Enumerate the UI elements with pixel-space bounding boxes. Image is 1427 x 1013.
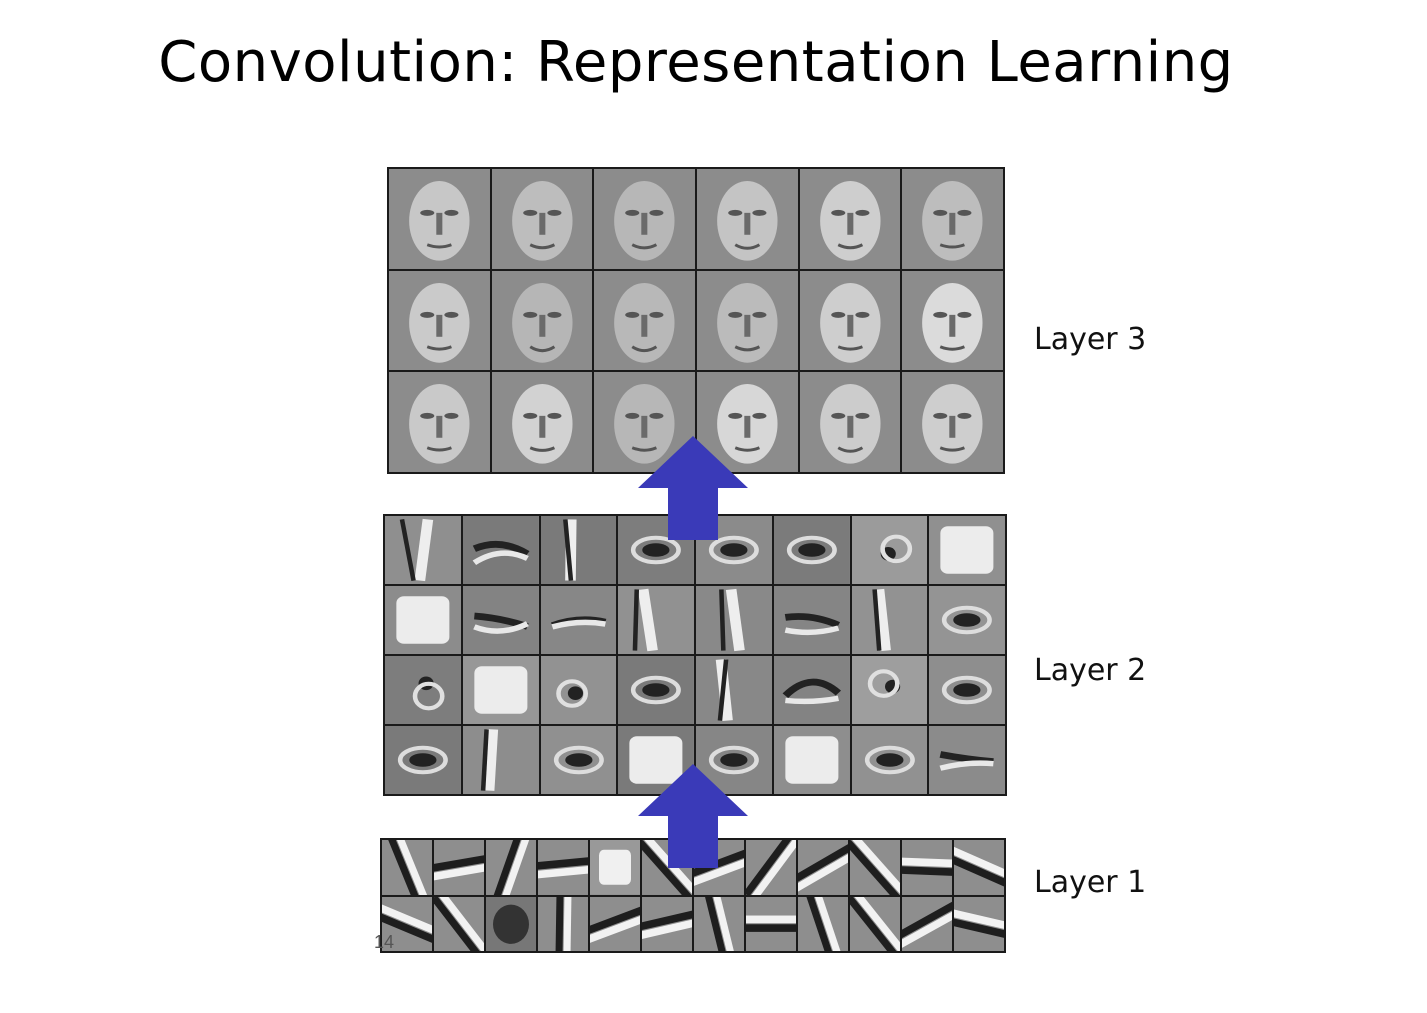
- part-feature-cell: [618, 656, 694, 724]
- layer1-feature-grid: [380, 838, 1006, 953]
- part-feature-cell: [851, 656, 928, 724]
- part-feature-cell: [929, 516, 1005, 584]
- face-feature-cell: [799, 169, 901, 269]
- edge-filter-cell: [746, 896, 796, 951]
- edge-filter-cell: [590, 896, 640, 951]
- part-feature-cell: [929, 586, 1005, 654]
- up-arrow-icon: [638, 764, 748, 868]
- face-feature-cell: [696, 270, 798, 371]
- face-feature-cell: [696, 372, 798, 472]
- edge-filter-cell: [382, 896, 432, 951]
- part-feature-cell: [851, 586, 928, 654]
- part-feature-cell: [462, 586, 539, 654]
- part-feature-cell: [851, 516, 928, 584]
- face-feature-cell: [389, 372, 490, 472]
- face-feature-cell: [594, 270, 695, 371]
- layer2-label: Layer 2: [1034, 653, 1147, 688]
- face-feature-cell: [491, 270, 593, 371]
- face-feature-cell: [389, 270, 490, 371]
- face-feature-cell: [902, 270, 1003, 371]
- page-number: 14: [374, 932, 395, 952]
- edge-filter-cell: [590, 840, 640, 895]
- part-feature-cell: [773, 656, 850, 724]
- part-feature-cell: [929, 656, 1005, 724]
- edge-filter-cell: [902, 840, 952, 895]
- edge-filter-cell: [382, 840, 432, 895]
- face-feature-cell: [491, 169, 593, 269]
- part-feature-cell: [462, 656, 539, 724]
- part-feature-cell: [385, 656, 461, 724]
- part-feature-cell: [773, 586, 850, 654]
- part-feature-cell: [540, 726, 617, 794]
- part-feature-cell: [385, 516, 461, 584]
- face-feature-cell: [902, 169, 1003, 269]
- part-feature-cell: [929, 726, 1005, 794]
- edge-filter-cell: [538, 896, 588, 951]
- edge-filter-cell: [798, 896, 848, 951]
- part-feature-cell: [385, 726, 461, 794]
- edge-filter-cell: [850, 896, 900, 951]
- face-feature-cell: [799, 270, 901, 371]
- part-feature-cell: [773, 516, 850, 584]
- part-feature-cell: [618, 586, 694, 654]
- edge-filter-cell: [538, 840, 588, 895]
- layer3-feature-grid: [387, 167, 1005, 474]
- layer2-feature-grid: [383, 514, 1007, 796]
- edge-filter-cell: [954, 896, 1004, 951]
- edge-filter-cell: [902, 896, 952, 951]
- part-feature-cell: [385, 586, 461, 654]
- edge-filter-cell: [434, 840, 484, 895]
- slide-title: Convolution: Representation Learning: [158, 30, 1234, 95]
- face-feature-cell: [389, 169, 490, 269]
- part-feature-cell: [696, 586, 772, 654]
- face-feature-cell: [902, 372, 1003, 472]
- part-feature-cell: [773, 726, 850, 794]
- edge-filter-cell: [694, 896, 744, 951]
- face-feature-cell: [594, 169, 695, 269]
- part-feature-cell: [696, 656, 772, 724]
- part-feature-cell: [540, 656, 617, 724]
- edge-filter-cell: [798, 840, 848, 895]
- edge-filter-cell: [850, 840, 900, 895]
- edge-filter-cell: [746, 840, 796, 895]
- layer3-label: Layer 3: [1034, 322, 1147, 357]
- part-feature-cell: [540, 586, 617, 654]
- edge-filter-cell: [486, 840, 536, 895]
- part-feature-cell: [540, 516, 617, 584]
- part-feature-cell: [696, 726, 772, 794]
- face-feature-cell: [491, 372, 593, 472]
- part-feature-cell: [462, 516, 539, 584]
- edge-filter-cell: [642, 896, 692, 951]
- edge-filter-cell: [434, 896, 484, 951]
- edge-filter-cell: [486, 896, 536, 951]
- part-feature-cell: [851, 726, 928, 794]
- up-arrow-icon: [638, 436, 748, 540]
- face-feature-cell: [696, 169, 798, 269]
- part-feature-cell: [462, 726, 539, 794]
- face-feature-cell: [799, 372, 901, 472]
- edge-filter-cell: [954, 840, 1004, 895]
- layer1-label: Layer 1: [1034, 865, 1147, 900]
